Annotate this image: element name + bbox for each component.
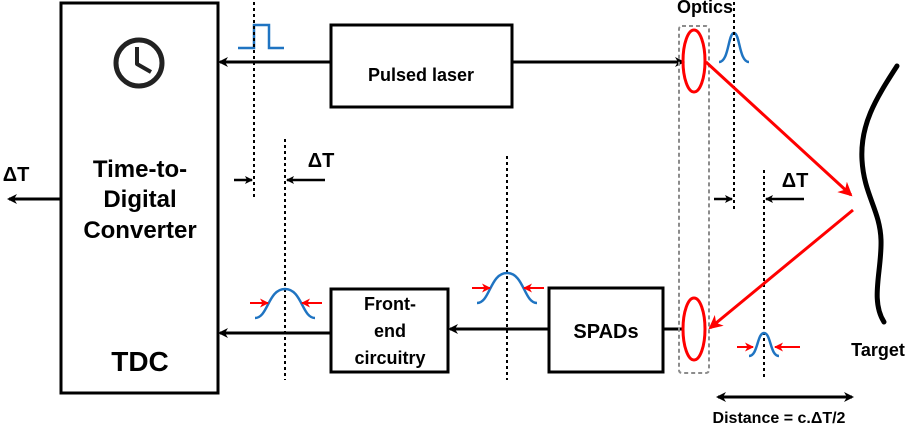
delta-t-right-label: ΔT xyxy=(782,170,809,192)
tdc-converter-box xyxy=(59,1,220,395)
optics-label: Optics xyxy=(677,0,733,17)
tdc-label-line3: Converter xyxy=(83,217,196,244)
front-end-label-line3: circuitry xyxy=(354,348,425,368)
front-end-label-line2: end xyxy=(374,321,406,341)
receive-lens-icon xyxy=(681,296,707,362)
returning-beam-arrow xyxy=(708,208,854,330)
front-end-circuitry-box xyxy=(329,287,450,374)
spad-output-pulse-icon xyxy=(476,271,538,305)
target-label: Target xyxy=(851,340,905,360)
delta-t-left-label: ΔT xyxy=(308,150,335,172)
tdc-input-pulse-icon xyxy=(254,287,316,320)
tdc-abbrev-label: TDC xyxy=(111,346,169,377)
transmit-lens-icon xyxy=(681,28,707,94)
tdc-label-line1: Time-to- xyxy=(93,156,187,183)
start-pulse-icon xyxy=(238,23,284,50)
outgoing-beam-arrow xyxy=(704,60,853,197)
spads-label: SPADs xyxy=(573,321,638,343)
distance-formula-label: Distance = c.ΔT/2 xyxy=(713,410,846,426)
tdc-label-line2: Digital xyxy=(103,186,176,213)
optics-enclosure xyxy=(678,25,710,374)
front-end-label-line1: Front- xyxy=(364,294,416,314)
returning-pulse-icon xyxy=(748,331,780,358)
clock-icon xyxy=(113,37,165,89)
pulsed-laser-label: Pulsed laser xyxy=(368,65,474,85)
target-surface-icon xyxy=(859,63,900,325)
pulsed-laser-box xyxy=(329,23,514,109)
delta-t-output-label: ΔT xyxy=(3,164,30,186)
